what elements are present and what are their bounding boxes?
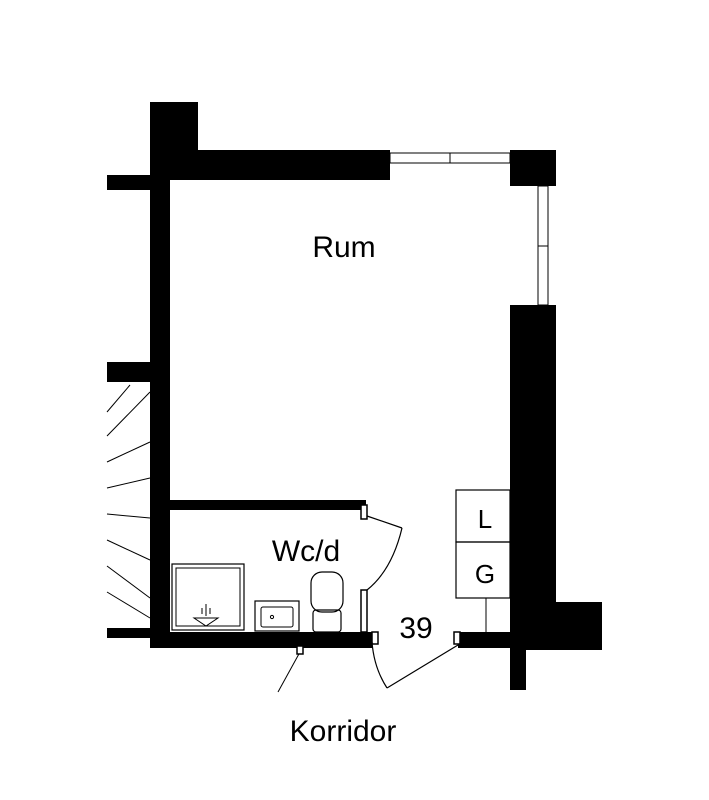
windows [389, 152, 549, 306]
wall-top [150, 150, 390, 180]
room-label-rum: Rum [312, 231, 375, 264]
wall-neighbour-mid [107, 362, 162, 382]
sink [254, 600, 300, 632]
toilet [310, 571, 344, 633]
wall-neighbour-bottom [107, 628, 162, 638]
appliance-label-l: L [478, 504, 492, 534]
wall-right [510, 305, 556, 650]
korridor-pointer [277, 651, 301, 693]
wall-top-right-corner [510, 150, 556, 186]
wall-right-stub [556, 602, 602, 650]
shower [171, 563, 245, 631]
room-label-korridor: Korridor [290, 715, 397, 748]
stairs [106, 384, 151, 619]
entrance-door [371, 631, 461, 689]
wall-bottom-left [150, 632, 372, 648]
appliance-label-g: G [475, 559, 495, 589]
walls [107, 102, 602, 690]
kitchenette [455, 489, 511, 632]
wall-neighbour-top [107, 175, 162, 190]
wall-bottom-right [458, 632, 526, 648]
unit-number: 39 [399, 612, 432, 645]
wall-wc-top [170, 500, 366, 510]
wc-door [360, 504, 403, 633]
appliance-g-box [455, 541, 511, 599]
room-label-wc: Wc/d [272, 535, 340, 568]
